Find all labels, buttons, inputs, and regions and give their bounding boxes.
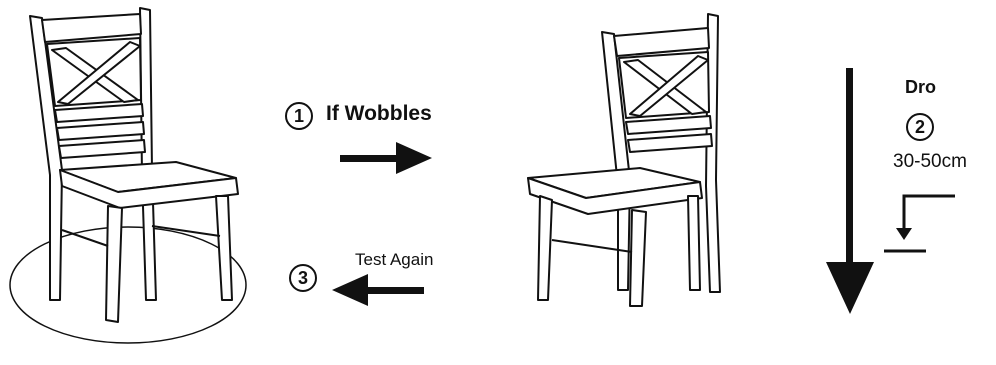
step-label-2: Dro xyxy=(905,77,936,98)
left-arrow-icon xyxy=(332,274,424,306)
chair-on-disc-illustration xyxy=(10,8,246,343)
step-label-1: If Wobbles xyxy=(326,102,432,126)
drop-distance: 30-50cm xyxy=(893,151,967,173)
chair-illustration xyxy=(528,14,720,306)
back-slat-2 xyxy=(628,134,712,152)
back-leg-inner xyxy=(688,196,700,290)
top-rail xyxy=(42,14,141,42)
front-leg-right xyxy=(630,210,646,306)
top-rail xyxy=(614,28,709,56)
back-slat-2 xyxy=(57,122,144,140)
drop-arrow-icon xyxy=(826,68,874,314)
step-label-3: Test Again xyxy=(355,250,433,270)
back-slat-3 xyxy=(59,140,145,158)
floor-disc xyxy=(10,227,246,343)
right-arrow-icon xyxy=(340,142,432,174)
step-number-1: 1 xyxy=(285,102,313,130)
front-leg-left xyxy=(106,206,122,322)
step-number-2: 2 xyxy=(906,113,934,141)
floor-level-marker-icon xyxy=(884,196,955,251)
step-number-3: 3 xyxy=(289,264,317,292)
front-leg-left xyxy=(538,196,552,300)
back-slat-1 xyxy=(55,104,143,122)
back-slat-1 xyxy=(626,116,711,134)
